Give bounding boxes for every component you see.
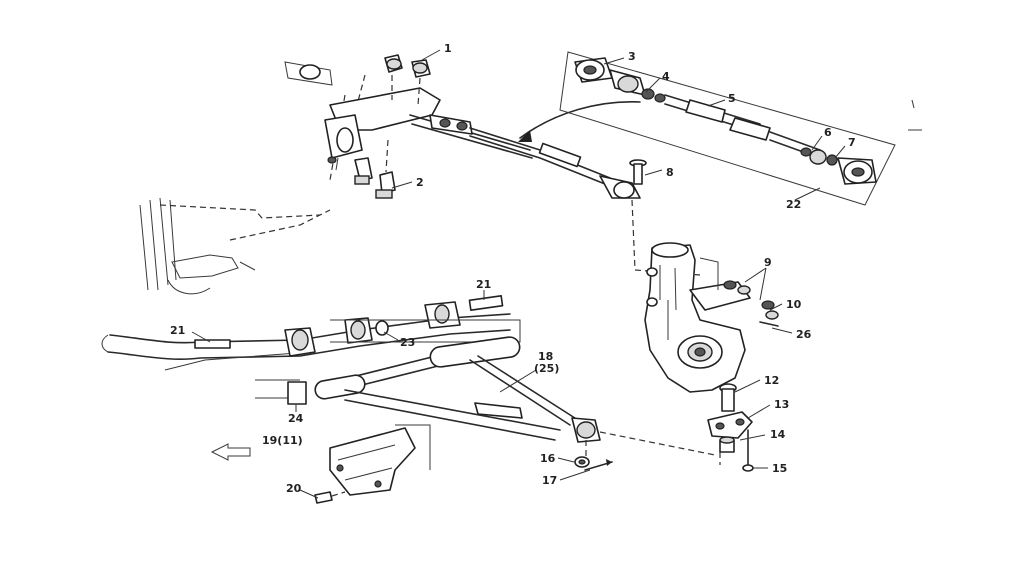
callout-17: 17 bbox=[542, 474, 557, 487]
skid-plate bbox=[314, 427, 416, 504]
arrowhead-icon bbox=[518, 130, 532, 142]
stabilizer-bar bbox=[101, 295, 521, 405]
callout-19-11: 19(11) bbox=[262, 434, 303, 447]
lower-fasteners bbox=[707, 383, 754, 472]
nuts-and-washers bbox=[723, 267, 779, 327]
callout-7: 7 bbox=[848, 136, 856, 149]
corner-tick bbox=[911, 99, 915, 109]
callout-leaders bbox=[191, 49, 846, 499]
callout-22: 22 bbox=[786, 198, 801, 211]
callout-1: 1 bbox=[444, 42, 452, 55]
callout-14: 14 bbox=[770, 428, 786, 441]
callout-5: 5 bbox=[728, 92, 736, 105]
callout-21-right: 21 bbox=[476, 278, 491, 291]
tie-rod-assembly-box bbox=[559, 51, 896, 206]
callout-21-left: 21 bbox=[170, 324, 185, 337]
callout-16: 16 bbox=[540, 452, 556, 465]
callout-26: 26 bbox=[796, 328, 812, 341]
steering-knuckle bbox=[634, 242, 751, 393]
tie-rod bbox=[409, 114, 641, 271]
callout-6: 6 bbox=[824, 126, 832, 139]
callout-24: 24 bbox=[288, 412, 304, 425]
bolt-8 bbox=[629, 159, 647, 185]
callout-20: 20 bbox=[286, 482, 302, 495]
callout-12: 12 bbox=[764, 374, 779, 387]
lower-a-arm bbox=[314, 336, 716, 470]
callout-9: 9 bbox=[764, 256, 772, 269]
callout-23: 23 bbox=[400, 336, 415, 349]
callout-4: 4 bbox=[662, 70, 670, 83]
callout-13: 13 bbox=[774, 398, 789, 411]
reference-arrow bbox=[519, 100, 641, 139]
callout-labels: 1 2 3 4 5 6 7 8 9 10 12 13 14 15 16 17 1… bbox=[170, 42, 856, 495]
callout-15: 15 bbox=[772, 462, 787, 475]
chassis-frame bbox=[139, 197, 331, 295]
callout-8: 8 bbox=[666, 166, 674, 179]
callout-25: (25) bbox=[534, 362, 559, 375]
callout-18: 18 bbox=[538, 350, 553, 363]
callout-2: 2 bbox=[416, 176, 424, 189]
front-direction-arrow-icon bbox=[210, 443, 251, 461]
callout-3: 3 bbox=[628, 50, 636, 63]
steering-bracket bbox=[284, 54, 441, 199]
nut-and-cotter-pin bbox=[574, 456, 613, 471]
callout-10: 10 bbox=[786, 298, 802, 311]
